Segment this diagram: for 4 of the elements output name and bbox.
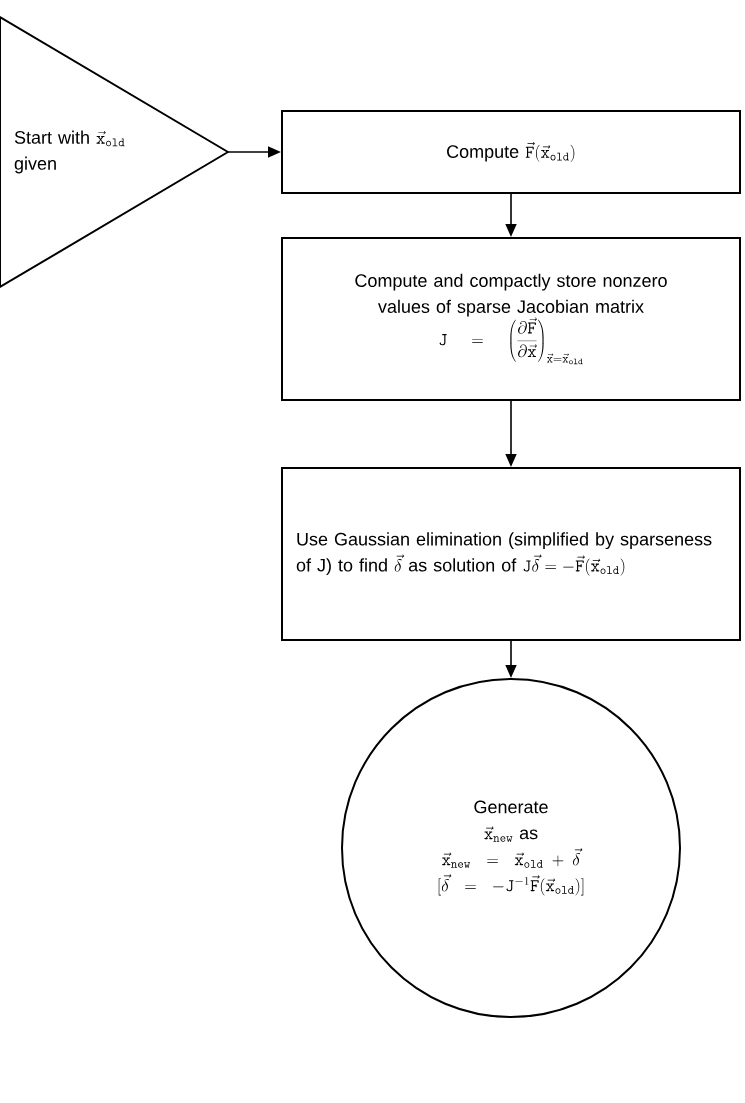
- start-triangle: Start with $\vec{\mathtt{x}}_{\mathtt{old}}$ given: [0, 16, 229, 288]
- process-box: Compute $\vec{\mathtt{F}}(\vec{\mathtt{x}}_{\mathtt{old}})$: [281, 110, 741, 194]
- process-box: Use Gaussian elimination (simplified by sparseness of J) to find $\vec{\delta}$ as solution of $\mathtt{J}\vec{\delta} = -\vec{\mathtt{F}}(\vec{\mathtt{x}}_{\mathtt{old}})$: [281, 467, 741, 641]
- process-box: Compute and compactly store nonzero values of sparse Jacobian matrix $\mathtt{J} = \left(\frac{\partial\vec{\mathtt{F}}}{\partial\vec{\mathtt{x}}}\right)_{\vec{\mathtt{x}}=\vec{\mathtt{x}}_{\mathtt{old}}}$: [281, 237, 741, 401]
